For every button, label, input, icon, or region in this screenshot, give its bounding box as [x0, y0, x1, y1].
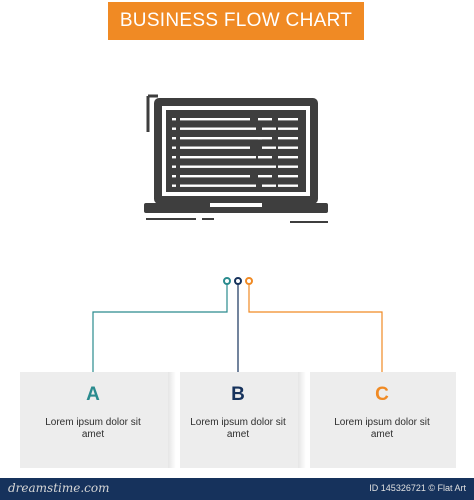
- flow-connectors: [92, 277, 383, 372]
- code-line-token: [278, 184, 298, 187]
- panel-divider: [168, 372, 176, 468]
- code-line-marker: [172, 156, 176, 159]
- connector-line-a: [92, 284, 228, 372]
- code-line-token: [258, 137, 272, 140]
- code-line-token: [278, 137, 298, 140]
- footer-brand: dreamstime.com: [8, 481, 110, 495]
- code-area: [166, 110, 306, 192]
- connector-line-c: [248, 284, 383, 372]
- code-line-marker: [172, 137, 176, 140]
- code-line-marker: [172, 127, 176, 130]
- connector-dot-a: [223, 277, 231, 285]
- code-line-token: [258, 175, 272, 178]
- connector-dot-c: [245, 277, 253, 285]
- laptop-notch: [210, 203, 262, 207]
- code-line: [180, 184, 256, 187]
- code-line-token: [262, 184, 276, 187]
- chart-title: BUSINESS FLOW CHART: [119, 10, 353, 31]
- code-line-token: [278, 175, 298, 178]
- code-line: [180, 127, 256, 130]
- code-line-marker: [172, 118, 176, 121]
- connector-dot-b: [234, 277, 242, 285]
- laptop-base: [144, 203, 328, 213]
- title-banner: BUSINESS FLOW CHART: [108, 2, 364, 40]
- step-text-a: Lorem ipsum dolor sit amet: [45, 417, 141, 440]
- code-line-token: [258, 156, 272, 159]
- footer-meta: ID 145326721 © Flat Art: [369, 483, 466, 493]
- code-line: [180, 175, 250, 178]
- step-letter-a: A: [86, 384, 100, 405]
- code-line-marker: [172, 175, 176, 178]
- code-line-token: [262, 146, 276, 149]
- code-line-marker: [172, 184, 176, 187]
- step-panel-b: [180, 372, 298, 468]
- code-line: [180, 156, 256, 159]
- step-text-b: Lorem ipsum dolor sit amet: [190, 417, 286, 440]
- step-panel-a: [20, 372, 168, 468]
- footer-bar: dreamstime.com ID 145326721 © Flat Art: [0, 478, 474, 500]
- code-line-token: [258, 118, 272, 121]
- code-line-token: [278, 156, 298, 159]
- bracket-accent: [146, 94, 158, 132]
- laptop-code-icon: [144, 94, 328, 223]
- step-text-c: Lorem ipsum dolor sit amet: [334, 417, 430, 440]
- code-line: [180, 118, 250, 121]
- panel-divider: [298, 372, 306, 468]
- code-line-token: [278, 127, 298, 130]
- code-line-token: [278, 118, 298, 121]
- code-line-token: [278, 146, 298, 149]
- code-line: [180, 146, 250, 149]
- step-letter-c: C: [375, 384, 389, 405]
- step-panel-c: [310, 372, 456, 468]
- code-line-token: [262, 127, 276, 130]
- code-line: [180, 137, 262, 140]
- code-line-marker: [172, 165, 176, 168]
- code-line-token: [262, 165, 276, 168]
- code-lines: [172, 118, 298, 187]
- code-line: [180, 165, 262, 168]
- code-line-marker: [172, 146, 176, 149]
- code-line-token: [278, 165, 298, 168]
- step-letter-b: B: [231, 384, 245, 405]
